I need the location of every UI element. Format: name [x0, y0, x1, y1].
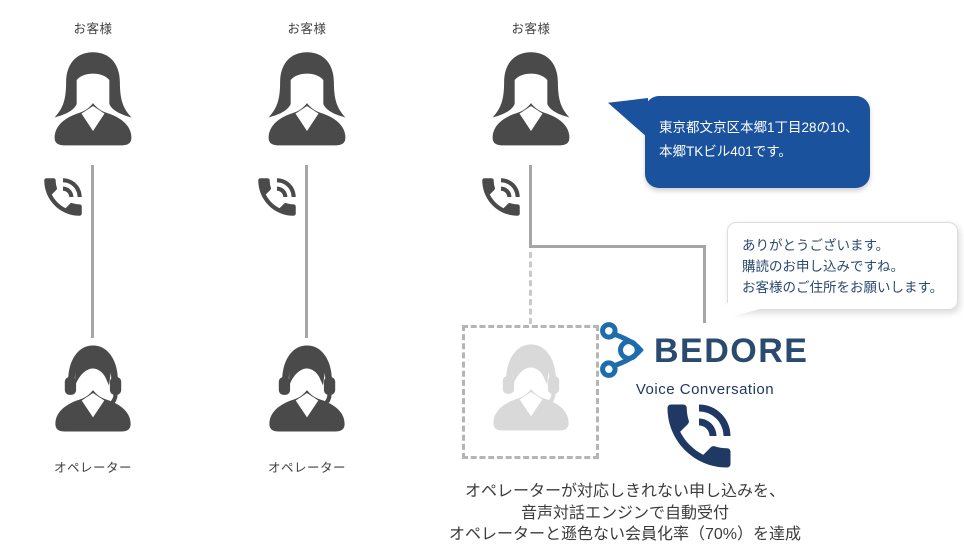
customer-label-2: お客様	[287, 22, 327, 36]
caption-line: 音声対話エンジンで自動受付	[520, 504, 729, 522]
bot-bubble-tail	[712, 299, 798, 322]
voice-conversation-subtitle: Voice Conversation	[635, 381, 775, 398]
operator-headset-icon-1	[46, 336, 140, 449]
caption-line: オペレーターと遜色ない会員化率（70%）を達成	[448, 526, 802, 543]
bypassed-operator-box	[462, 325, 599, 459]
operator-headset-icon-2	[260, 336, 354, 449]
bedore-wordmark: BEDORE	[654, 332, 809, 370]
bedore-logo-mark-icon	[596, 320, 650, 380]
phone-call-icon-2	[252, 172, 302, 222]
bot-speech-bubble: ありがとうございます。 購読のお申し込みですね。 お客様のご住所をお願いします。	[712, 222, 958, 322]
customer-bubble-line: 本郷TKビル401です。	[659, 144, 792, 159]
bot-bubble-line: ありがとうございます。	[742, 238, 890, 253]
customer-bubble-line: 東京都文京区本郷1丁目28の10、	[659, 120, 859, 135]
woman-customer-icon-2	[259, 48, 355, 163]
woman-customer-icon-1	[45, 48, 141, 163]
caption-line: オペレーターが対応しきれない申し込みを、	[464, 483, 785, 500]
woman-customer-icon-3	[483, 48, 579, 163]
bot-bubble-line: 購読のお申し込みですね。	[742, 259, 904, 274]
connector-line-3-to-bedore	[703, 245, 706, 323]
phone-call-icon-1	[38, 172, 88, 222]
phone-call-icon-3	[476, 172, 526, 222]
bot-bubble-line: お客様のご住所をお願いします。	[742, 280, 944, 295]
customer-speech-bubble: 東京都文京区本郷1丁目28の10、 本郷TKビル401です。	[608, 96, 870, 188]
phone-sound-waves-icon	[657, 394, 741, 478]
connector-line-2	[305, 165, 308, 338]
customer-label-3: お客様	[511, 22, 551, 36]
caption: オペレーターが対応しきれない申し込みを、 音声対話エンジンで自動受付 オペレータ…	[415, 481, 835, 546]
connector-line-3-horizontal	[529, 245, 706, 248]
customer-bubble-tail	[608, 98, 648, 138]
operator-label-2: オペレーター	[267, 461, 346, 475]
connector-line-1	[91, 165, 94, 338]
faded-operator-icon	[484, 335, 578, 448]
operator-label-1: オペレーター	[53, 461, 132, 475]
connector-line-3-dashed	[529, 252, 532, 324]
customer-label-1: お客様	[73, 22, 113, 36]
connector-line-3-solid	[529, 165, 532, 246]
